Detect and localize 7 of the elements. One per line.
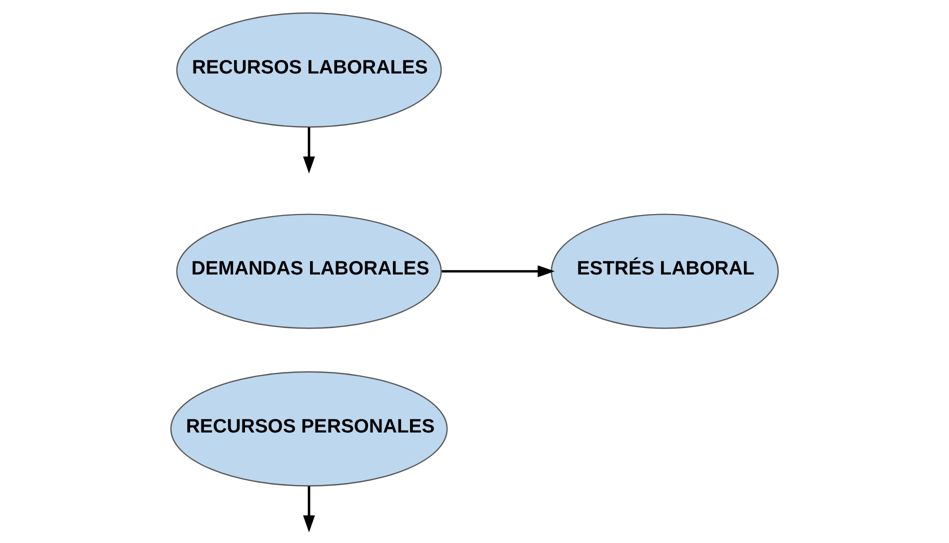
node-ellipse: DEMANDAS LABORALES: [176, 214, 442, 329]
node-ellipse: RECURSOS LABORALES: [176, 12, 442, 128]
node-ellipse: ESTRÉS LABORAL: [550, 214, 779, 329]
arrow: [442, 265, 555, 278]
node-ellipse: RECURSOS PERSONALES: [170, 371, 448, 486]
arrow: [303, 127, 315, 174]
arrow: [303, 486, 315, 532]
